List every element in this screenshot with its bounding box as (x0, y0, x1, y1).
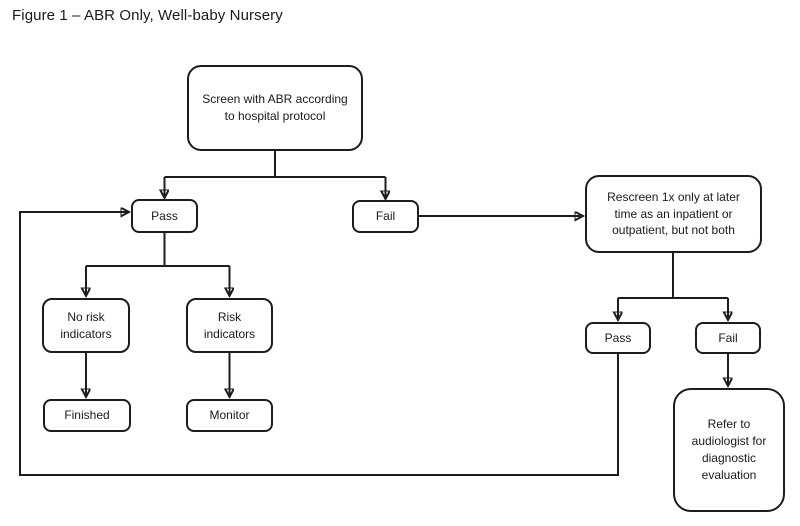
node-screen-abr: Screen with ABR according to hospital pr… (187, 65, 363, 151)
node-pass-rescreen: Pass (585, 322, 651, 354)
node-pass-initial: Pass (131, 199, 198, 233)
node-label: Risk indicators (203, 309, 256, 341)
node-label: Monitor (209, 408, 250, 423)
node-monitor: Monitor (186, 399, 273, 432)
node-refer-audiologist: Refer to audiologist for diagnostic eval… (673, 388, 785, 512)
node-risk-indicators: Risk indicators (186, 298, 273, 353)
node-label: Pass (151, 208, 178, 223)
edge-pass2-feedback-loop (19, 212, 619, 476)
node-label: Fail (718, 330, 738, 345)
figure-title: Figure 1 – ABR Only, Well-baby Nursery (12, 7, 283, 24)
node-finished: Finished (43, 399, 131, 432)
node-label: Finished (64, 408, 110, 423)
node-label: Screen with ABR according to hospital pr… (202, 92, 348, 123)
node-no-risk-indicators: No risk indicators (42, 298, 130, 353)
node-label: Refer to audiologist for diagnostic eval… (691, 417, 767, 482)
node-fail-rescreen: Fail (695, 322, 761, 354)
node-rescreen: Rescreen 1x only at later time as an inp… (585, 175, 762, 253)
node-fail-initial: Fail (352, 200, 419, 233)
node-label: Fail (375, 209, 396, 224)
node-label: Pass (604, 330, 632, 345)
node-label: No risk indicators (60, 309, 112, 341)
node-label: Rescreen 1x only at later time as an inp… (607, 189, 740, 238)
